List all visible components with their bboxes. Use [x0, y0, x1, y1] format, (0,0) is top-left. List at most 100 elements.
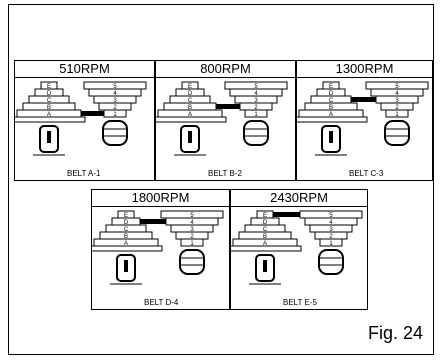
motor-base [15, 116, 86, 123]
step-number: 3 [190, 227, 194, 233]
step-number: 1 [113, 112, 117, 118]
step-letter: C [263, 227, 268, 233]
step-letter: B [47, 105, 51, 111]
step-number: 4 [113, 91, 117, 97]
rpm-label: 510RPM [15, 61, 154, 78]
step-number: 4 [190, 220, 194, 226]
step-letter: D [188, 91, 193, 97]
rpm-label: 1800RPM [92, 190, 229, 207]
belt [273, 212, 300, 217]
motor-key [124, 260, 128, 272]
spindle-hub [318, 249, 344, 275]
step-letter: D [47, 91, 52, 97]
step-number: 1 [190, 241, 194, 247]
spindle-hub [243, 120, 269, 146]
step-number: 3 [395, 98, 399, 104]
step-letter: D [263, 220, 268, 226]
belt-label: BELT B-2 [208, 169, 242, 178]
rpm-label: 1300RPM [297, 61, 432, 78]
step-letter: A [47, 112, 51, 118]
step-number: 5 [190, 213, 194, 219]
belt-label: BELT A-1 [67, 169, 101, 178]
step-number: 2 [395, 105, 399, 111]
step-letter: B [263, 234, 267, 240]
motor-key [329, 131, 333, 143]
step-number: 5 [254, 84, 258, 90]
step-letter: E [124, 213, 128, 219]
step-number: 5 [395, 84, 399, 90]
step-number: 5 [329, 213, 333, 219]
spindle-hub [102, 120, 128, 146]
belt [81, 111, 104, 116]
step-number: 5 [113, 84, 117, 90]
pulley-step [319, 238, 343, 247]
step-number: 3 [113, 98, 117, 104]
rpm-label: 2430RPM [231, 190, 367, 207]
step-letter: B [188, 105, 192, 111]
motor-key [263, 260, 267, 272]
step-letter: A [124, 241, 128, 247]
spindle-hub [179, 249, 205, 275]
motor-base [297, 116, 368, 123]
step-letter: B [329, 105, 333, 111]
motor-base [92, 245, 163, 252]
belt [351, 97, 376, 102]
step-letter: C [188, 98, 193, 104]
step-letter: E [188, 84, 192, 90]
step-number: 3 [254, 98, 258, 104]
spindle-hub [384, 120, 410, 146]
step-letter: A [263, 241, 267, 247]
motor-key [188, 131, 192, 143]
step-letter: C [329, 98, 334, 104]
rpm-label: 800RPM [156, 61, 295, 78]
pulley-step [244, 109, 268, 118]
belt [216, 104, 240, 109]
motor-key [47, 131, 51, 143]
step-letter: D [124, 220, 129, 226]
motor-base [231, 245, 302, 252]
belt [140, 219, 166, 224]
step-number: 1 [254, 112, 258, 118]
step-number: 3 [329, 227, 333, 233]
step-number: 4 [329, 220, 333, 226]
step-number: 4 [254, 91, 258, 97]
step-letter: A [329, 112, 333, 118]
step-number: 2 [254, 105, 258, 111]
belt-label: BELT E-5 [283, 298, 317, 307]
step-number: 2 [113, 105, 117, 111]
step-letter: C [47, 98, 52, 104]
step-letter: C [124, 227, 129, 233]
step-number: 2 [329, 234, 333, 240]
motor-base [156, 116, 227, 123]
pulley-step [385, 109, 409, 118]
belt-label: BELT C-3 [349, 169, 384, 178]
step-letter: E [329, 84, 333, 90]
step-number: 1 [395, 112, 399, 118]
step-letter: E [47, 84, 51, 90]
step-number: 2 [190, 234, 194, 240]
pulley-step [180, 238, 204, 247]
step-number: 1 [329, 241, 333, 247]
step-letter: D [329, 91, 334, 97]
step-letter: E [263, 213, 267, 219]
step-letter: A [188, 112, 192, 118]
